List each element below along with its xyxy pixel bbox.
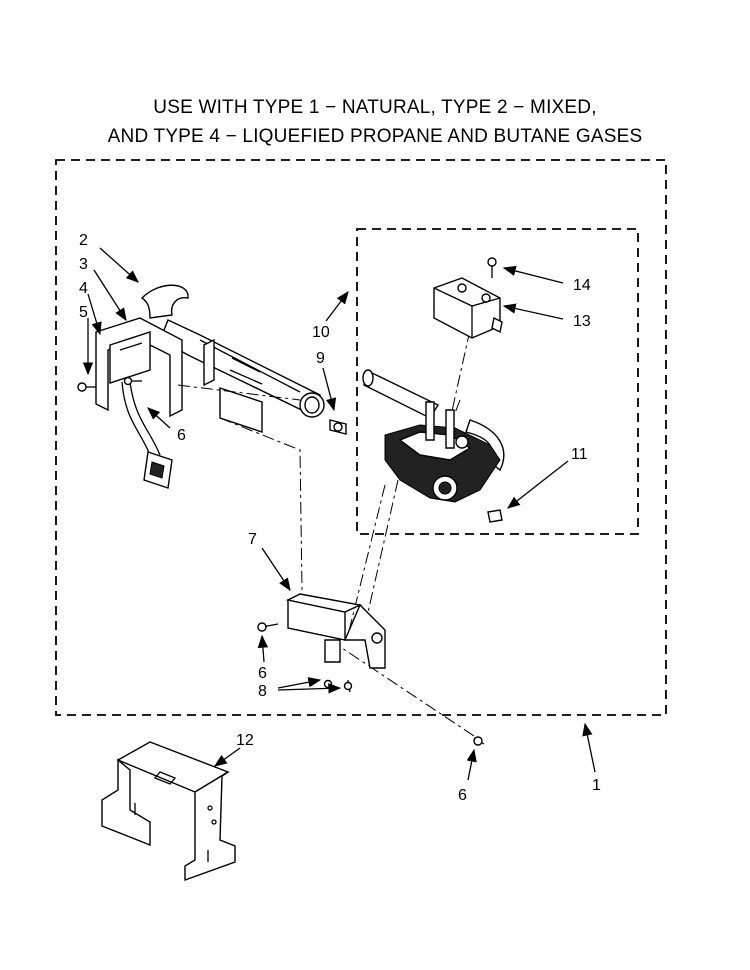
callout-5: 5	[79, 304, 88, 321]
valve-coil	[433, 277, 503, 339]
callout-1: 1	[592, 777, 601, 794]
callout-9: 9	[316, 350, 325, 367]
ignitor-bracket	[95, 317, 183, 418]
callout-4: 4	[79, 280, 88, 297]
callout-12: 12	[236, 732, 254, 749]
gas-valve	[362, 369, 505, 503]
callout-2: 2	[79, 232, 88, 249]
callout-6-left: 6	[177, 427, 186, 444]
burner-tube	[140, 284, 325, 418]
valve-assembly-outline-box	[356, 228, 639, 535]
ignitor-wires	[121, 381, 173, 489]
mounting-bracket	[285, 593, 386, 669]
callout-11: 11	[571, 446, 588, 463]
callout-6-bottom: 6	[458, 787, 467, 804]
callout-labels: 2 3 4 5 6 10 9 14 13 11 7 6 8 12 6 1	[79, 232, 601, 804]
callout-6-middle: 6	[258, 665, 267, 682]
callout-3: 3	[79, 256, 88, 273]
callout-14: 14	[573, 277, 591, 294]
bottom-mounting-bracket	[101, 741, 236, 881]
callout-8: 8	[258, 683, 267, 700]
valve-connector	[487, 509, 503, 523]
heat-shield-plate	[219, 387, 263, 433]
assembly-outline-box	[55, 159, 667, 716]
screw-left	[77, 376, 142, 392]
callout-13: 13	[573, 313, 591, 330]
callout-7: 7	[248, 531, 257, 548]
diagram-title-line-2: AND TYPE 4 − LIQUEFIED PROPANE AND BUTAN…	[107, 126, 643, 147]
diagram-title-line-1: USE WITH TYPE 1 − NATURAL, TYPE 2 − MIXE…	[153, 97, 597, 118]
callout-leaders	[82, 247, 596, 781]
callout-10: 10	[312, 324, 330, 341]
coil-screw	[487, 257, 497, 278]
orifice	[329, 419, 347, 435]
